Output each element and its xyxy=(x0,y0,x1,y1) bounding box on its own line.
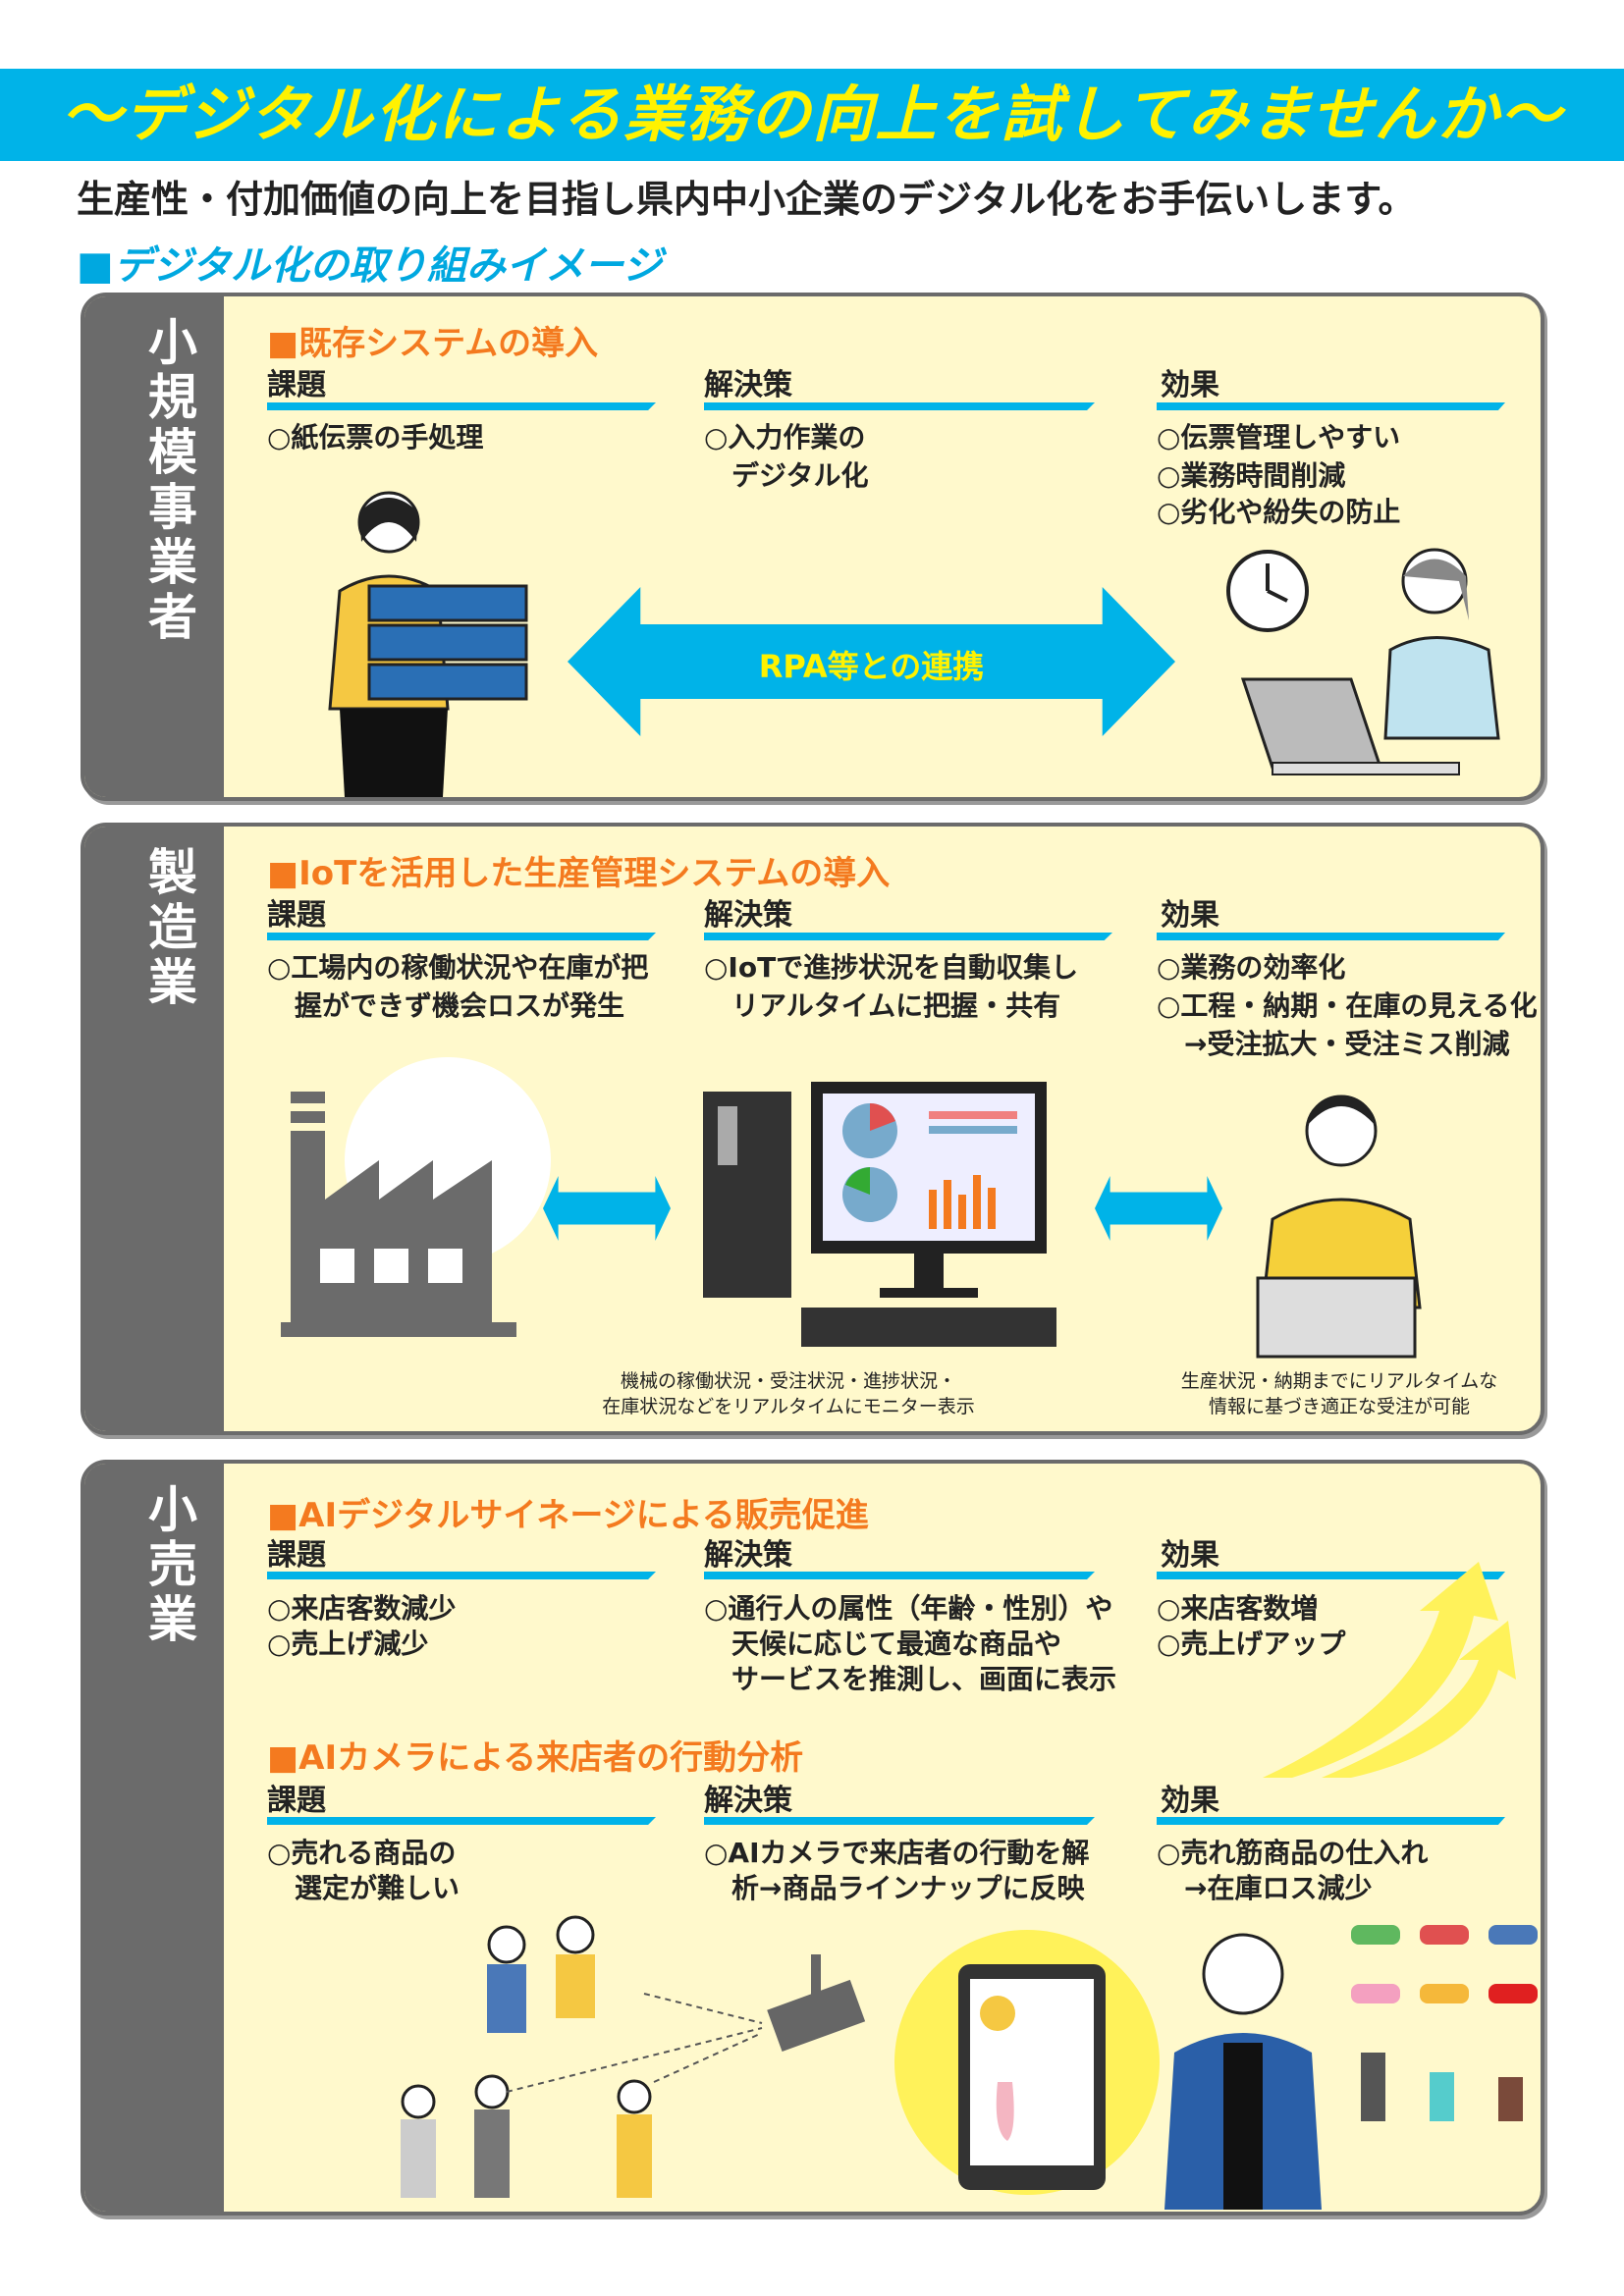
solution-item: デジタル化 xyxy=(704,459,869,492)
caption-line: 生産状況・納期までにリアルタイムな xyxy=(1180,1370,1498,1392)
divider xyxy=(1157,1572,1505,1579)
subtitle: 生産性・付加価値の向上を目指し県内中小企業のデジタル化をお手伝いします。 xyxy=(77,178,1416,221)
effect-item: ○業務の効率化 xyxy=(1157,951,1346,984)
col-solution: 解決策 xyxy=(704,898,792,933)
effect-item: ○売れ筋商品の仕入れ xyxy=(1157,1837,1429,1869)
effect-item: ○劣化や紛失の防止 xyxy=(1157,496,1401,528)
person-with-files-icon xyxy=(328,491,528,797)
panel-strip xyxy=(84,1464,224,2212)
divider xyxy=(1157,1817,1505,1825)
solution-item: 天候に応じて最適な商品や xyxy=(704,1628,1062,1660)
col-solution: 解決策 xyxy=(704,368,792,402)
panel-title: ■IoTを活用した生産管理システムの導入 xyxy=(267,854,891,893)
col-effect: 効果 xyxy=(1161,368,1219,402)
col-effect: 効果 xyxy=(1161,1784,1219,1818)
panel-strip xyxy=(84,827,224,1431)
panel-manufacturing: 製造業 ■IoTを活用した生産管理システムの導入 課題 解決策 効果 ○工場内の… xyxy=(81,823,1544,1435)
retail-illustration xyxy=(401,1915,1538,2210)
divider xyxy=(704,1572,1095,1579)
computer-icon xyxy=(703,1082,1056,1347)
divider xyxy=(267,1817,656,1825)
issue-item: 選定が難しい xyxy=(267,1872,460,1904)
caption-line: 在庫状況などをリアルタイムにモニター表示 xyxy=(602,1396,975,1417)
divider xyxy=(704,1817,1095,1825)
panel-title: ■AIデジタルサイネージによる販売促進 xyxy=(267,1496,869,1535)
panel-label: 小規模事業者 xyxy=(140,316,197,646)
divider xyxy=(704,402,1095,410)
solution-item: ○IoTで進捗状況を自動収集し xyxy=(704,951,1079,984)
header-banner: ～デジタル化による業務の向上を試してみませんか～ xyxy=(0,69,1624,161)
col-issue: 課題 xyxy=(267,1538,326,1573)
col-effect: 効果 xyxy=(1161,1538,1219,1573)
divider xyxy=(1157,933,1505,940)
divider xyxy=(704,933,1112,940)
panel-title: ■AIカメラによる来店者の行動分析 xyxy=(267,1738,804,1778)
effect-item: →在庫ロス減少 xyxy=(1157,1872,1373,1904)
shoppers-icon xyxy=(401,1915,652,2198)
effect-item: →受注拡大・受注ミス削減 xyxy=(1157,1028,1510,1060)
effect-item: ○工程・納期・在庫の見える化 xyxy=(1157,989,1538,1022)
person-with-laptop-icon xyxy=(1226,548,1500,775)
double-arrow-icon xyxy=(1095,1176,1222,1241)
solution-item: リアルタイムに把握・共有 xyxy=(704,989,1061,1022)
panel-label: 製造業 xyxy=(140,846,197,1011)
tablet-icon xyxy=(958,1964,1106,2190)
issue-item: ○工場内の稼働状況や在庫が把 xyxy=(267,951,649,984)
staff-icon xyxy=(1164,1933,1322,2210)
growth-arrows-icon xyxy=(1263,1562,1516,1778)
solution-item: 析→商品ラインナップに反映 xyxy=(704,1872,1085,1904)
panel-title: ■既存システムの導入 xyxy=(267,324,599,363)
col-issue: 課題 xyxy=(267,898,326,933)
col-effect: 効果 xyxy=(1161,898,1219,933)
divider xyxy=(1157,402,1505,410)
caption-line: 機械の稼働状況・受注状況・進捗状況・ xyxy=(620,1370,956,1392)
issue-item: ○来店客数減少 xyxy=(267,1592,457,1625)
factory-icon xyxy=(281,1057,551,1337)
effect-item: ○売上げアップ xyxy=(1157,1628,1346,1660)
shoes-icon xyxy=(1351,1925,1538,2121)
col-issue: 課題 xyxy=(267,1784,326,1818)
caption-line: 情報に基づき適正な受注が可能 xyxy=(1208,1396,1470,1417)
caption: 生産状況・納期までにリアルタイムな情報に基づき適正な受注が可能 xyxy=(1133,1368,1541,1419)
arrow-label: RPA等との連携 xyxy=(758,648,985,685)
panel-small-business: 小規模事業者 ■既存システムの導入 課題 解決策 効果 ○紙伝票の手処理 ○入力… xyxy=(81,293,1544,801)
effect-item: ○伝票管理しやすい xyxy=(1157,421,1401,454)
col-issue: 課題 xyxy=(267,368,326,402)
issue-item: ○紙伝票の手処理 xyxy=(267,421,484,454)
solution-item: ○AIカメラで来店者の行動を解 xyxy=(704,1837,1090,1869)
col-solution: 解決策 xyxy=(704,1538,792,1573)
divider xyxy=(267,402,656,410)
thinking-person-icon xyxy=(1256,1095,1422,1359)
issue-item: ○売上げ減少 xyxy=(267,1628,429,1660)
panel-retail: 小売業 ■AIデジタルサイネージによる販売促進 課題 解決策 効果 ○来店客数減… xyxy=(81,1460,1544,2216)
panel-label: 小売業 xyxy=(140,1483,197,1648)
caption: 機械の稼働状況・受注状況・進捗状況・在庫状況などをリアルタイムにモニター表示 xyxy=(582,1368,995,1419)
effect-item: ○来店客数増 xyxy=(1157,1592,1319,1625)
solution-item: ○通行人の属性（年齢・性別）や xyxy=(704,1592,1113,1625)
issue-item: 握ができず機会ロスが発生 xyxy=(267,989,625,1022)
col-solution: 解決策 xyxy=(704,1784,792,1818)
divider xyxy=(267,1572,656,1579)
solution-item: サービスを推測し、画面に表示 xyxy=(704,1663,1117,1695)
issue-item: ○売れる商品の xyxy=(267,1837,457,1869)
solution-item: ○入力作業の xyxy=(704,421,866,454)
section-heading: ■デジタル化の取り組みイメージ xyxy=(77,243,663,289)
panel-strip xyxy=(84,296,224,797)
divider xyxy=(267,933,656,940)
camera-icon xyxy=(767,1954,866,2053)
effect-item: ○業務時間削減 xyxy=(1157,459,1346,492)
